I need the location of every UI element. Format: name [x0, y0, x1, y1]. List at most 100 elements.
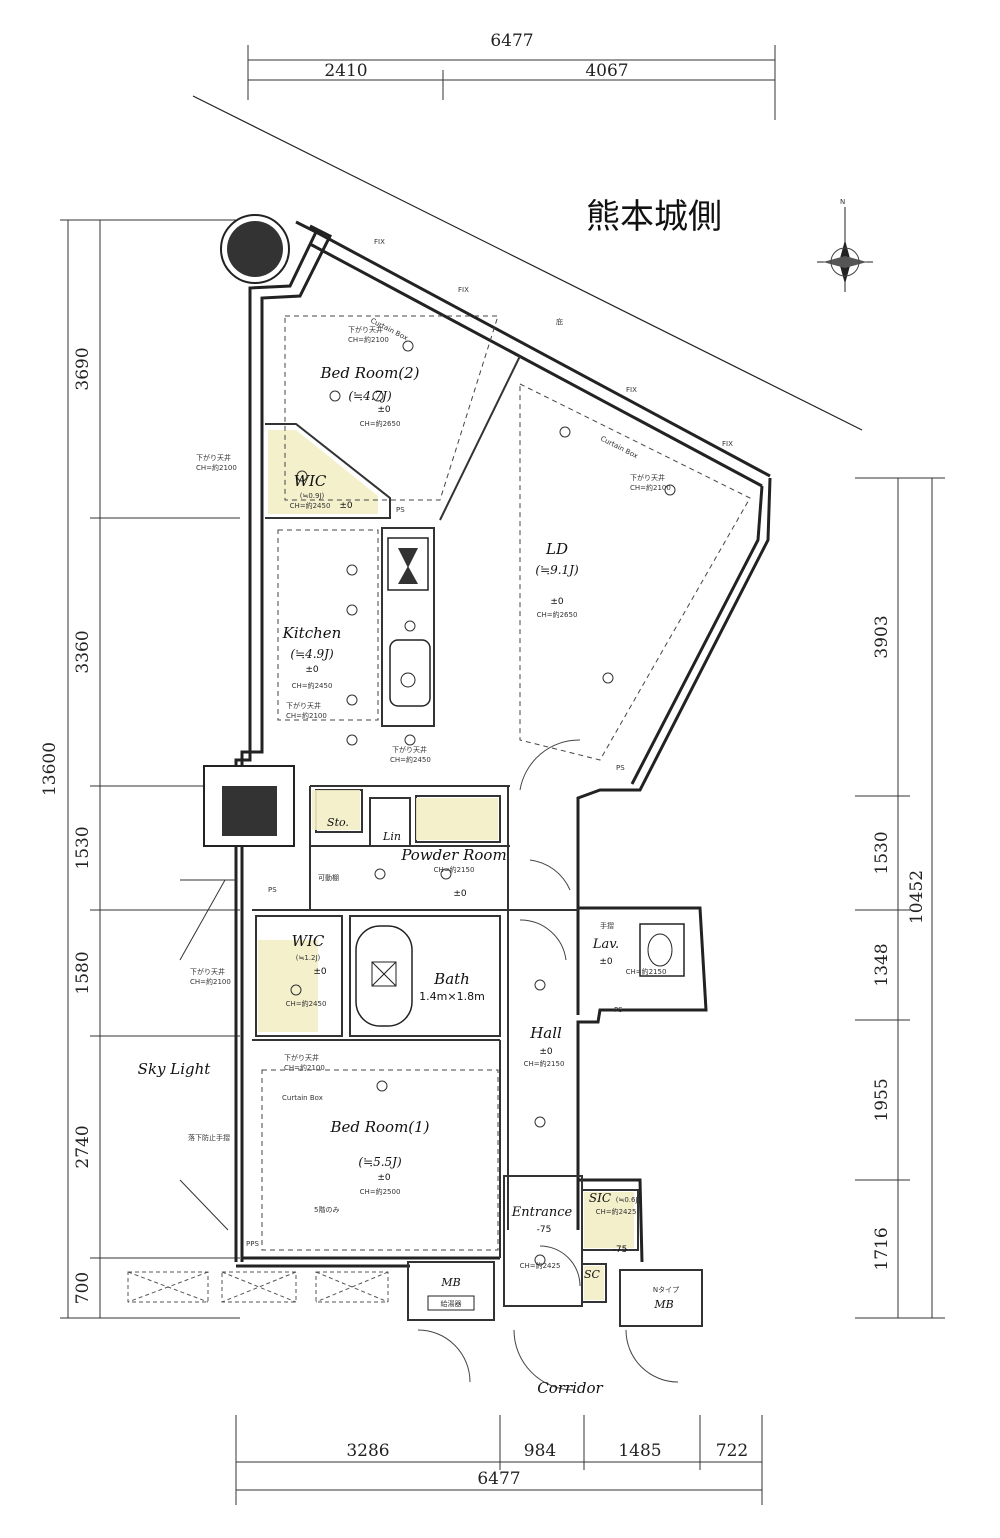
label-ch2100-1: CH=約2100: [348, 335, 389, 344]
room-bedroom2-level: ±0: [377, 405, 391, 415]
room-sic: SIC (≒0.6J) CH=約2425 -75: [589, 1191, 641, 1255]
room-kitchen-level: ±0: [305, 665, 319, 675]
room-wic-lower-level: ±0: [313, 967, 327, 977]
label-ps-2: PS: [616, 764, 625, 772]
label-fix-4: FIX: [722, 440, 733, 448]
compass-north-label: N: [840, 198, 845, 206]
bathtub: [355, 925, 413, 1027]
label-dropped-ceiling-7: 下がり天井: [284, 1053, 319, 1062]
room-mb-left: MB 給湯器: [427, 1276, 475, 1311]
label-handrail: 手摺: [600, 921, 614, 930]
door-swings: [417, 739, 679, 1391]
label-ch2100-4: CH=約2100: [286, 711, 327, 720]
dimension-left: [60, 219, 240, 1319]
dim-left-6: 700: [73, 1272, 93, 1304]
room-mb-right: Nタイプ MB: [653, 1285, 679, 1311]
dim-bottom-2: 984: [524, 1441, 556, 1461]
exterior-walls: [234, 220, 772, 1268]
room-mb-left-name: MB: [440, 1276, 460, 1289]
room-bedroom2-ch: CH=約2650: [360, 419, 401, 428]
dim-top-right: 4067: [585, 61, 628, 81]
deck-hatch: [127, 1271, 389, 1303]
dim-left-labels: 3690 3360 1530 1580 2740 700 13600: [40, 347, 93, 1304]
room-bedroom1-ch: CH=約2500: [360, 1187, 401, 1196]
room-bath: Bath 1.4m×1.8m: [419, 970, 485, 1003]
room-wic-upper-size: (≒0.9J): [300, 492, 325, 500]
light-fixtures: [290, 340, 676, 1266]
square-column: [203, 765, 295, 847]
room-wic-lower: WIC (≒1.2J) ±0 CH=約2450: [286, 932, 327, 1008]
label-pps: PPS: [246, 1240, 259, 1248]
dim-bottom-4: 722: [716, 1441, 748, 1461]
dim-right-4: 1955: [872, 1078, 892, 1121]
room-sc-name: SC: [584, 1268, 601, 1281]
dim-bottom-total: 6477: [477, 1469, 520, 1489]
room-lav-level: ±0: [599, 957, 613, 967]
room-hall-name: Hall: [529, 1024, 562, 1042]
room-bedroom1: Bed Room(1) (≒5.5J) ±0 CH=約2500: [329, 1118, 429, 1196]
dim-left-total: 13600: [40, 742, 60, 796]
room-wic-upper-level: ±0: [339, 501, 353, 511]
room-powder-ch: CH=約2150: [434, 865, 475, 874]
room-entrance-ch: CH=約2425: [520, 1261, 561, 1270]
dim-bottom-1: 3286: [346, 1441, 389, 1461]
label-sky-light: Sky Light: [138, 1060, 212, 1078]
dim-right-total: 10452: [907, 870, 927, 924]
label-ch2100-3: CH=約2100: [630, 483, 671, 492]
label-dropped-ceiling-2: 下がり天井: [196, 453, 231, 462]
room-ld: LD (≒9.1J) ±0 CH=約2650: [535, 540, 579, 619]
room-lav-ch: CH=約2150: [626, 967, 667, 976]
room-bedroom1-name: Bed Room(1): [329, 1118, 429, 1136]
room-lav-name: Lav.: [592, 937, 619, 952]
room-bedroom1-level: ±0: [377, 1173, 391, 1183]
dim-top-total: 6477: [490, 31, 533, 51]
ceiling-outlines: [261, 315, 751, 1251]
room-hall-level: ±0: [539, 1047, 553, 1057]
room-bedroom2-name: Bed Room(2): [319, 364, 419, 382]
dim-right-5: 1716: [872, 1227, 892, 1270]
room-sic-ch: CH=約2425: [596, 1207, 637, 1216]
room-sto-name: Sto.: [327, 816, 349, 829]
room-wic-upper-name: WIC: [294, 472, 327, 490]
label-fall-prevention: 落下防止手摺: [188, 1133, 230, 1142]
room-mb-left-sub: 給湯器: [441, 1299, 462, 1308]
room-bedroom1-size: (≒5.5J): [358, 1155, 402, 1169]
toilet: [639, 923, 685, 977]
room-wic-lower-name: WIC: [292, 932, 325, 950]
label-corridor: Corridor: [537, 1379, 603, 1397]
label-curtain-box-3: Curtain Box: [282, 1094, 323, 1102]
dim-bottom-3: 1485: [618, 1441, 661, 1461]
room-sic-level: -75: [613, 1245, 628, 1255]
room-wic-lower-size: (≒1.2J): [296, 954, 321, 962]
room-bath-size: 1.4m×1.8m: [419, 990, 485, 1003]
dim-left-3: 1530: [73, 826, 93, 869]
room-sic-name: SIC: [589, 1191, 611, 1205]
room-lin-name: Lin: [382, 830, 401, 843]
room-mb-right-sub: Nタイプ: [653, 1285, 679, 1294]
dim-right-2: 1530: [872, 831, 892, 874]
room-kitchen-name: Kitchen: [282, 624, 342, 642]
room-wic-upper: WIC (≒0.9J) ±0 CH=約2450: [290, 472, 353, 511]
label-ch2100-6: CH=約2100: [190, 977, 231, 986]
dim-right-1: 3903: [872, 615, 892, 658]
room-kitchen: Kitchen (≒4.9J) ±0 CH=約2450: [282, 624, 342, 690]
kitchen-counter: [387, 537, 431, 707]
label-movable-shelf: 可動棚: [318, 873, 339, 882]
label-dropped-ceiling-4: 下がり天井: [286, 701, 321, 710]
room-entrance: Entrance -75 CH=約2425: [511, 1205, 573, 1270]
room-kitchen-size: (≒4.9J): [290, 647, 334, 661]
room-lav: Lav. ±0 CH=約2150: [592, 937, 667, 976]
dim-top-left: 2410: [324, 61, 367, 81]
dim-right-3: 1348: [872, 943, 892, 986]
label-fix-2: FIX: [458, 286, 469, 294]
round-column: [220, 214, 290, 284]
room-hall-ch: CH=約2150: [524, 1059, 565, 1068]
room-entrance-level: -75: [537, 1225, 552, 1235]
room-powder-name: Powder Room: [400, 846, 506, 864]
compass-icon: N: [817, 198, 873, 292]
dim-left-5: 2740: [73, 1125, 93, 1168]
label-fix-1: FIX: [374, 238, 385, 246]
label-dropped-ceiling-6: 下がり天井: [190, 967, 225, 976]
room-powder-level: ±0: [453, 889, 467, 899]
room-bedroom2-size: (≒4.7J): [348, 389, 392, 403]
